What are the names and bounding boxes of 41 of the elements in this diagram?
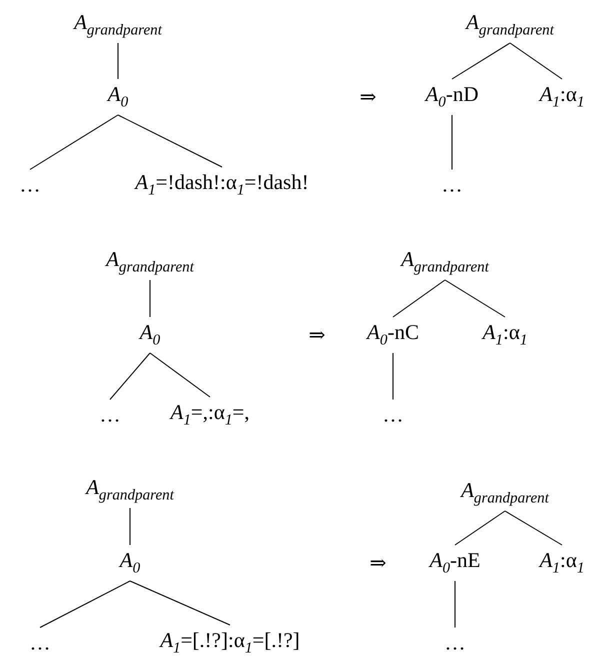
- tree-branch-line: [452, 42, 510, 80]
- implies-sign: ⇒: [308, 324, 326, 348]
- tree-branch-line: [392, 280, 446, 318]
- tree-node-label: …: [16, 169, 44, 201]
- tree-node-label: …: [442, 627, 468, 659]
- tree-node-label: A$_{grandparent}$: [103, 244, 197, 280]
- tree-branch-line: [110, 352, 150, 400]
- tree-node-label: …: [96, 399, 124, 431]
- tree-node-label: A$_{0}$: [104, 79, 132, 115]
- tree-branch-line: [40, 580, 130, 628]
- tree-node-label: A$_{grandparent}$: [83, 472, 177, 508]
- tree-branch-line: [454, 580, 456, 628]
- tree-branch-line: [150, 352, 210, 398]
- tree-node-label: A$_{0}$-nE: [426, 545, 484, 581]
- tree-node-label: A$_{0}$-nD: [422, 79, 482, 115]
- tree-node-label: …: [380, 399, 406, 431]
- tree-node-label: A$_{1}$=!dash!:α$_{1}$=!dash!: [132, 167, 312, 203]
- tree-node-label: A$_{grandparent}$: [398, 244, 492, 280]
- tree-node-label: A$_{1}$:α$_{1}$: [480, 317, 530, 353]
- tree-node-label: A$_{1}$:α$_{1}$: [536, 545, 588, 581]
- tree-node-label: …: [438, 169, 466, 201]
- tree-node-label: A$_{1}$=[.!?]:α$_{1}$=[.!?]: [157, 625, 303, 661]
- tree-branch-line: [392, 352, 394, 400]
- tree-node-label: A$_{0}$: [116, 545, 144, 581]
- implies-sign: ⇒: [360, 86, 376, 110]
- tree-node-label: A$_{0}$-nC: [364, 317, 422, 353]
- tree-node-label: A$_{grandparent}$: [458, 475, 552, 511]
- tree-branch-line: [130, 580, 230, 626]
- tree-node-label: A$_{1}$:α$_{1}$: [536, 79, 588, 115]
- tree-node-label: …: [26, 627, 54, 659]
- tree-node-label: A$_{grandparent}$: [71, 7, 165, 43]
- tree-node-label: A$_{grandparent}$: [463, 7, 557, 43]
- implies-sign: ⇒: [370, 552, 386, 576]
- tree-node-label: A$_{0}$: [136, 317, 164, 353]
- tree-branch-line: [444, 280, 506, 318]
- tree-node-label: A$_{1}$=,:α$_{1}$=,: [168, 397, 252, 433]
- tree-branch-line: [30, 114, 118, 170]
- tree-branch-line: [504, 510, 562, 546]
- tree-branch-line: [454, 510, 506, 546]
- tree-branch-line: [118, 114, 222, 168]
- tree-branch-line: [510, 42, 562, 80]
